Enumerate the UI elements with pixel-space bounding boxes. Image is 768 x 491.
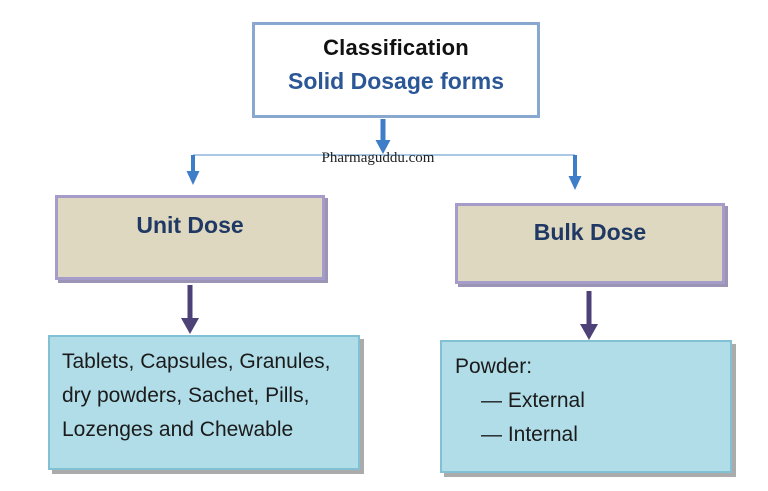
unit-examples-line: Tablets, Capsules, Granules,	[62, 350, 331, 373]
unit-dose-box: Unit Dose	[55, 195, 325, 280]
unit-dose-examples-box: Tablets, Capsules, Granules, dry powders…	[48, 335, 360, 470]
classification-subtitle: Solid Dosage forms	[288, 68, 504, 94]
root-down-arrow-icon	[375, 119, 391, 154]
bulk-dose-label: Bulk Dose	[533, 219, 647, 245]
unit-examples-line: Lozenges and Chewable	[62, 418, 294, 441]
left-branch-down-arrow-icon	[186, 155, 200, 185]
watermark-text: Pharmaguddu.com	[321, 150, 435, 166]
unit-dose-label: Unit Dose	[136, 212, 244, 238]
unit-examples-line: dry powders, Sachet, Pills,	[62, 384, 310, 407]
bulk-dose-examples-box: Powder: — External — Internal	[440, 340, 732, 473]
classification-title: Classification	[323, 35, 469, 60]
unit-down-arrow-icon	[181, 285, 199, 334]
bulk-dose-box: Bulk Dose	[455, 203, 725, 284]
bulk-examples-title: Powder:	[455, 355, 533, 378]
bulk-examples-item: — External	[481, 389, 585, 412]
bulk-down-arrow-icon	[580, 291, 598, 340]
bulk-examples-item: — Internal	[481, 423, 578, 446]
right-branch-down-arrow-icon	[568, 155, 582, 190]
classification-box: Classification Solid Dosage forms	[252, 22, 540, 118]
